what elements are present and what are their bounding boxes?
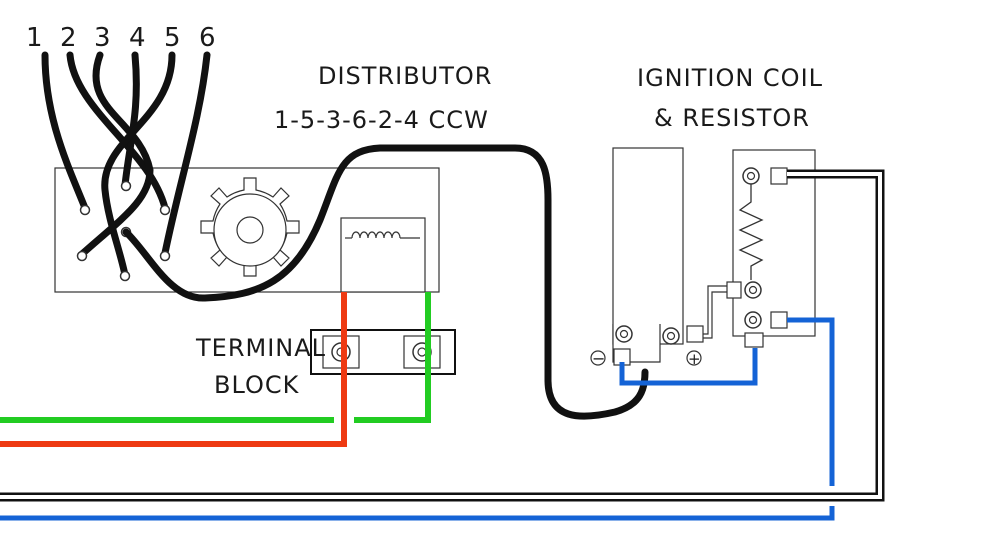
cylinder-numbers: 1 2 3 4 5 6 (26, 23, 216, 53)
ignition-coil-body (612, 147, 684, 345)
plug-wire-4 (121, 51, 140, 189)
terminal-block-label-line1: TERMINAL (195, 334, 326, 362)
coil-title-line1: IGNITION COIL (637, 64, 823, 92)
cylinder-number-3: 3 (94, 23, 111, 53)
plug-wire-3 (78, 51, 154, 258)
pickup-coil-icon (340, 217, 426, 293)
terminal-block-label-line2: BLOCK (214, 371, 300, 399)
blue-wire-bottom (0, 506, 835, 521)
plug-wire-6 (161, 51, 211, 257)
plus-symbol-icon (686, 350, 702, 366)
ballast-resistor (726, 149, 816, 348)
minus-symbol-icon (590, 350, 606, 366)
resistor-zigzag-icon (738, 184, 764, 280)
minus-symbol: − (592, 349, 605, 368)
distributor-rotor-gear-icon (200, 177, 300, 277)
plug-wire-5 (101, 51, 176, 279)
resistor-to-coil-jumper (703, 285, 727, 339)
ignition-feed-wire-core (0, 172, 882, 499)
green-wire (0, 292, 431, 423)
distributor-title: DISTRIBUTOR (318, 62, 492, 90)
plug-wire-1 (41, 51, 89, 212)
cylinder-number-1: 1 (26, 23, 43, 53)
blue-wire-main (787, 317, 835, 486)
coil-high-tension-wire (122, 144, 649, 420)
blue-wire (619, 348, 758, 386)
ignition-coil: − + (590, 147, 704, 368)
cylinder-number-6: 6 (199, 23, 216, 53)
red-wire (0, 292, 347, 447)
terminal-block (310, 329, 456, 375)
firing-order-label: 1-5-3-6-2-4 CCW (274, 106, 489, 134)
spark-plug-wires (41, 51, 211, 279)
coil-title-line2: & RESISTOR (654, 104, 810, 132)
cylinder-number-2: 2 (60, 23, 77, 53)
cylinder-number-5: 5 (164, 23, 181, 53)
plug-wire-2 (66, 51, 169, 212)
cylinder-number-4: 4 (129, 23, 146, 53)
plus-symbol: + (688, 350, 701, 368)
